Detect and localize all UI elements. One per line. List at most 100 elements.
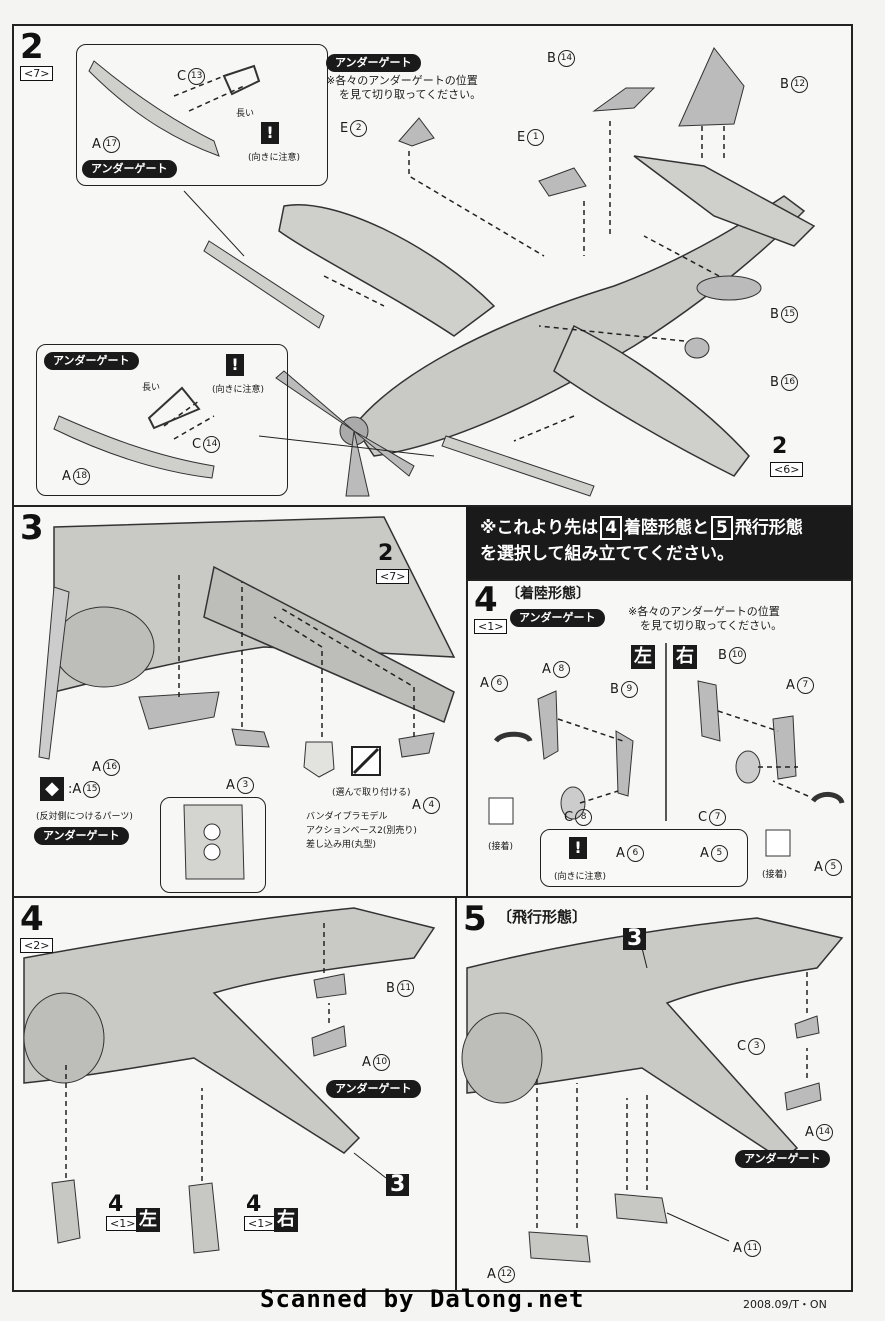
right-gear-ref-sub: <1>: [244, 1216, 278, 1231]
step-3-ref-substep: <7>: [376, 569, 410, 584]
undergate-label-top: アンダーゲート: [82, 160, 177, 178]
caution-icon-step4: !: [569, 837, 587, 859]
step-4-2-substep: <2>: [20, 938, 54, 953]
undergate-note-line1: ※各々のアンダーゲートの位置: [326, 74, 478, 87]
part-a5-shape: [810, 792, 845, 805]
step-3-number: 3: [20, 508, 44, 548]
part-e2-shape: [398, 117, 435, 147]
action-base-shape: [303, 741, 335, 778]
part-a11-shape: [614, 1193, 668, 1224]
inset-box-a18: [36, 344, 288, 496]
step-4-2-diagram: [23, 907, 436, 1254]
step-3-ref-number: 2: [378, 541, 394, 566]
step-4-1-substep: <1>: [474, 619, 508, 634]
print-code: 2008.09/T・ON: [743, 1298, 827, 1311]
step-2-diagram: [53, 47, 816, 497]
right-gear-ref-number: 4: [246, 1192, 262, 1217]
long-text: 長い: [236, 109, 255, 119]
long-text-lower: 長い: [142, 383, 161, 393]
left-gear-shape: [51, 1179, 81, 1244]
undergate-label-lower: アンダーゲート: [44, 352, 139, 370]
part-a16-shape: [138, 691, 220, 730]
action-base-line1: バンダイプラモデル: [306, 812, 388, 822]
right-gear-side-tag: 右: [274, 1208, 298, 1232]
step-4-2-ref-3: 3: [386, 1174, 410, 1196]
undergate-label-step5: アンダーゲート: [735, 1150, 830, 1168]
step-3-diagram: [38, 516, 456, 880]
caution-text: (向きに注意): [248, 153, 301, 163]
step-4-1-number: 4: [474, 580, 498, 620]
part-b12-shape: [678, 47, 745, 127]
part-a6-shape: [493, 731, 533, 743]
part-a8-shape: [537, 690, 559, 760]
step-5-ref: 3: [623, 928, 647, 950]
opposite-part-text: (反対側につけるパーツ): [36, 812, 133, 822]
choose-text: (選んで取り付ける): [332, 788, 411, 798]
glue-text-right: (接着): [762, 870, 788, 880]
left-gear-side-tag: 左: [136, 1208, 160, 1232]
part-a14-shape: [784, 1082, 822, 1111]
inset-box-step3: [160, 797, 266, 893]
mirror-part-icon: ◆: [40, 777, 64, 801]
step-4-2-number: 4: [20, 899, 44, 939]
part-a4-shape: [398, 732, 435, 758]
part-a10-shape: [311, 1025, 347, 1057]
inset-box-a17: [76, 44, 328, 186]
step-4-1-diagram: [488, 643, 845, 857]
caution-icon: !: [261, 122, 279, 144]
undergate-label-step4: アンダーゲート: [510, 609, 605, 627]
right-gear-shape: [188, 1182, 220, 1254]
part-b11-shape: [313, 973, 347, 999]
right-side-tag: 右: [673, 645, 697, 669]
part-b15-shape: [696, 275, 762, 301]
scan-credit: Scanned by Dalong.net: [260, 1285, 585, 1313]
undergate-note-step4-line2: を見て切り取ってください。: [640, 619, 783, 632]
step-2-substep: <7>: [20, 66, 54, 81]
undergate-note-step4-line1: ※各々のアンダーゲートの位置: [628, 605, 780, 618]
part-c3-shape: [794, 1015, 820, 1039]
undergate-note-line2: を見て切り取ってください。: [339, 88, 482, 101]
undergate-label-step3: アンダーゲート: [34, 827, 129, 845]
step-4-1-title: 〔着陸形態〕: [506, 586, 590, 602]
caution-icon-lower: !: [226, 354, 244, 376]
caution-text-lower: (向きに注意): [212, 385, 265, 395]
caution-text-step4: (向きに注意): [554, 872, 607, 882]
step-4-1-panel: 4 <1> 〔着陸形態〕 アンダーゲート ※各々のアンダーゲートの位置 を見て切…: [466, 579, 853, 898]
part-e1-shape: [538, 167, 587, 197]
part-a3-shape: [231, 728, 270, 748]
left-gear-ref-number: 4: [108, 1192, 124, 1217]
step-2-ref-number: 2: [772, 434, 788, 459]
action-base-line3: 差し込み用(丸型): [306, 840, 377, 850]
step-2-number: 2: [20, 27, 44, 67]
